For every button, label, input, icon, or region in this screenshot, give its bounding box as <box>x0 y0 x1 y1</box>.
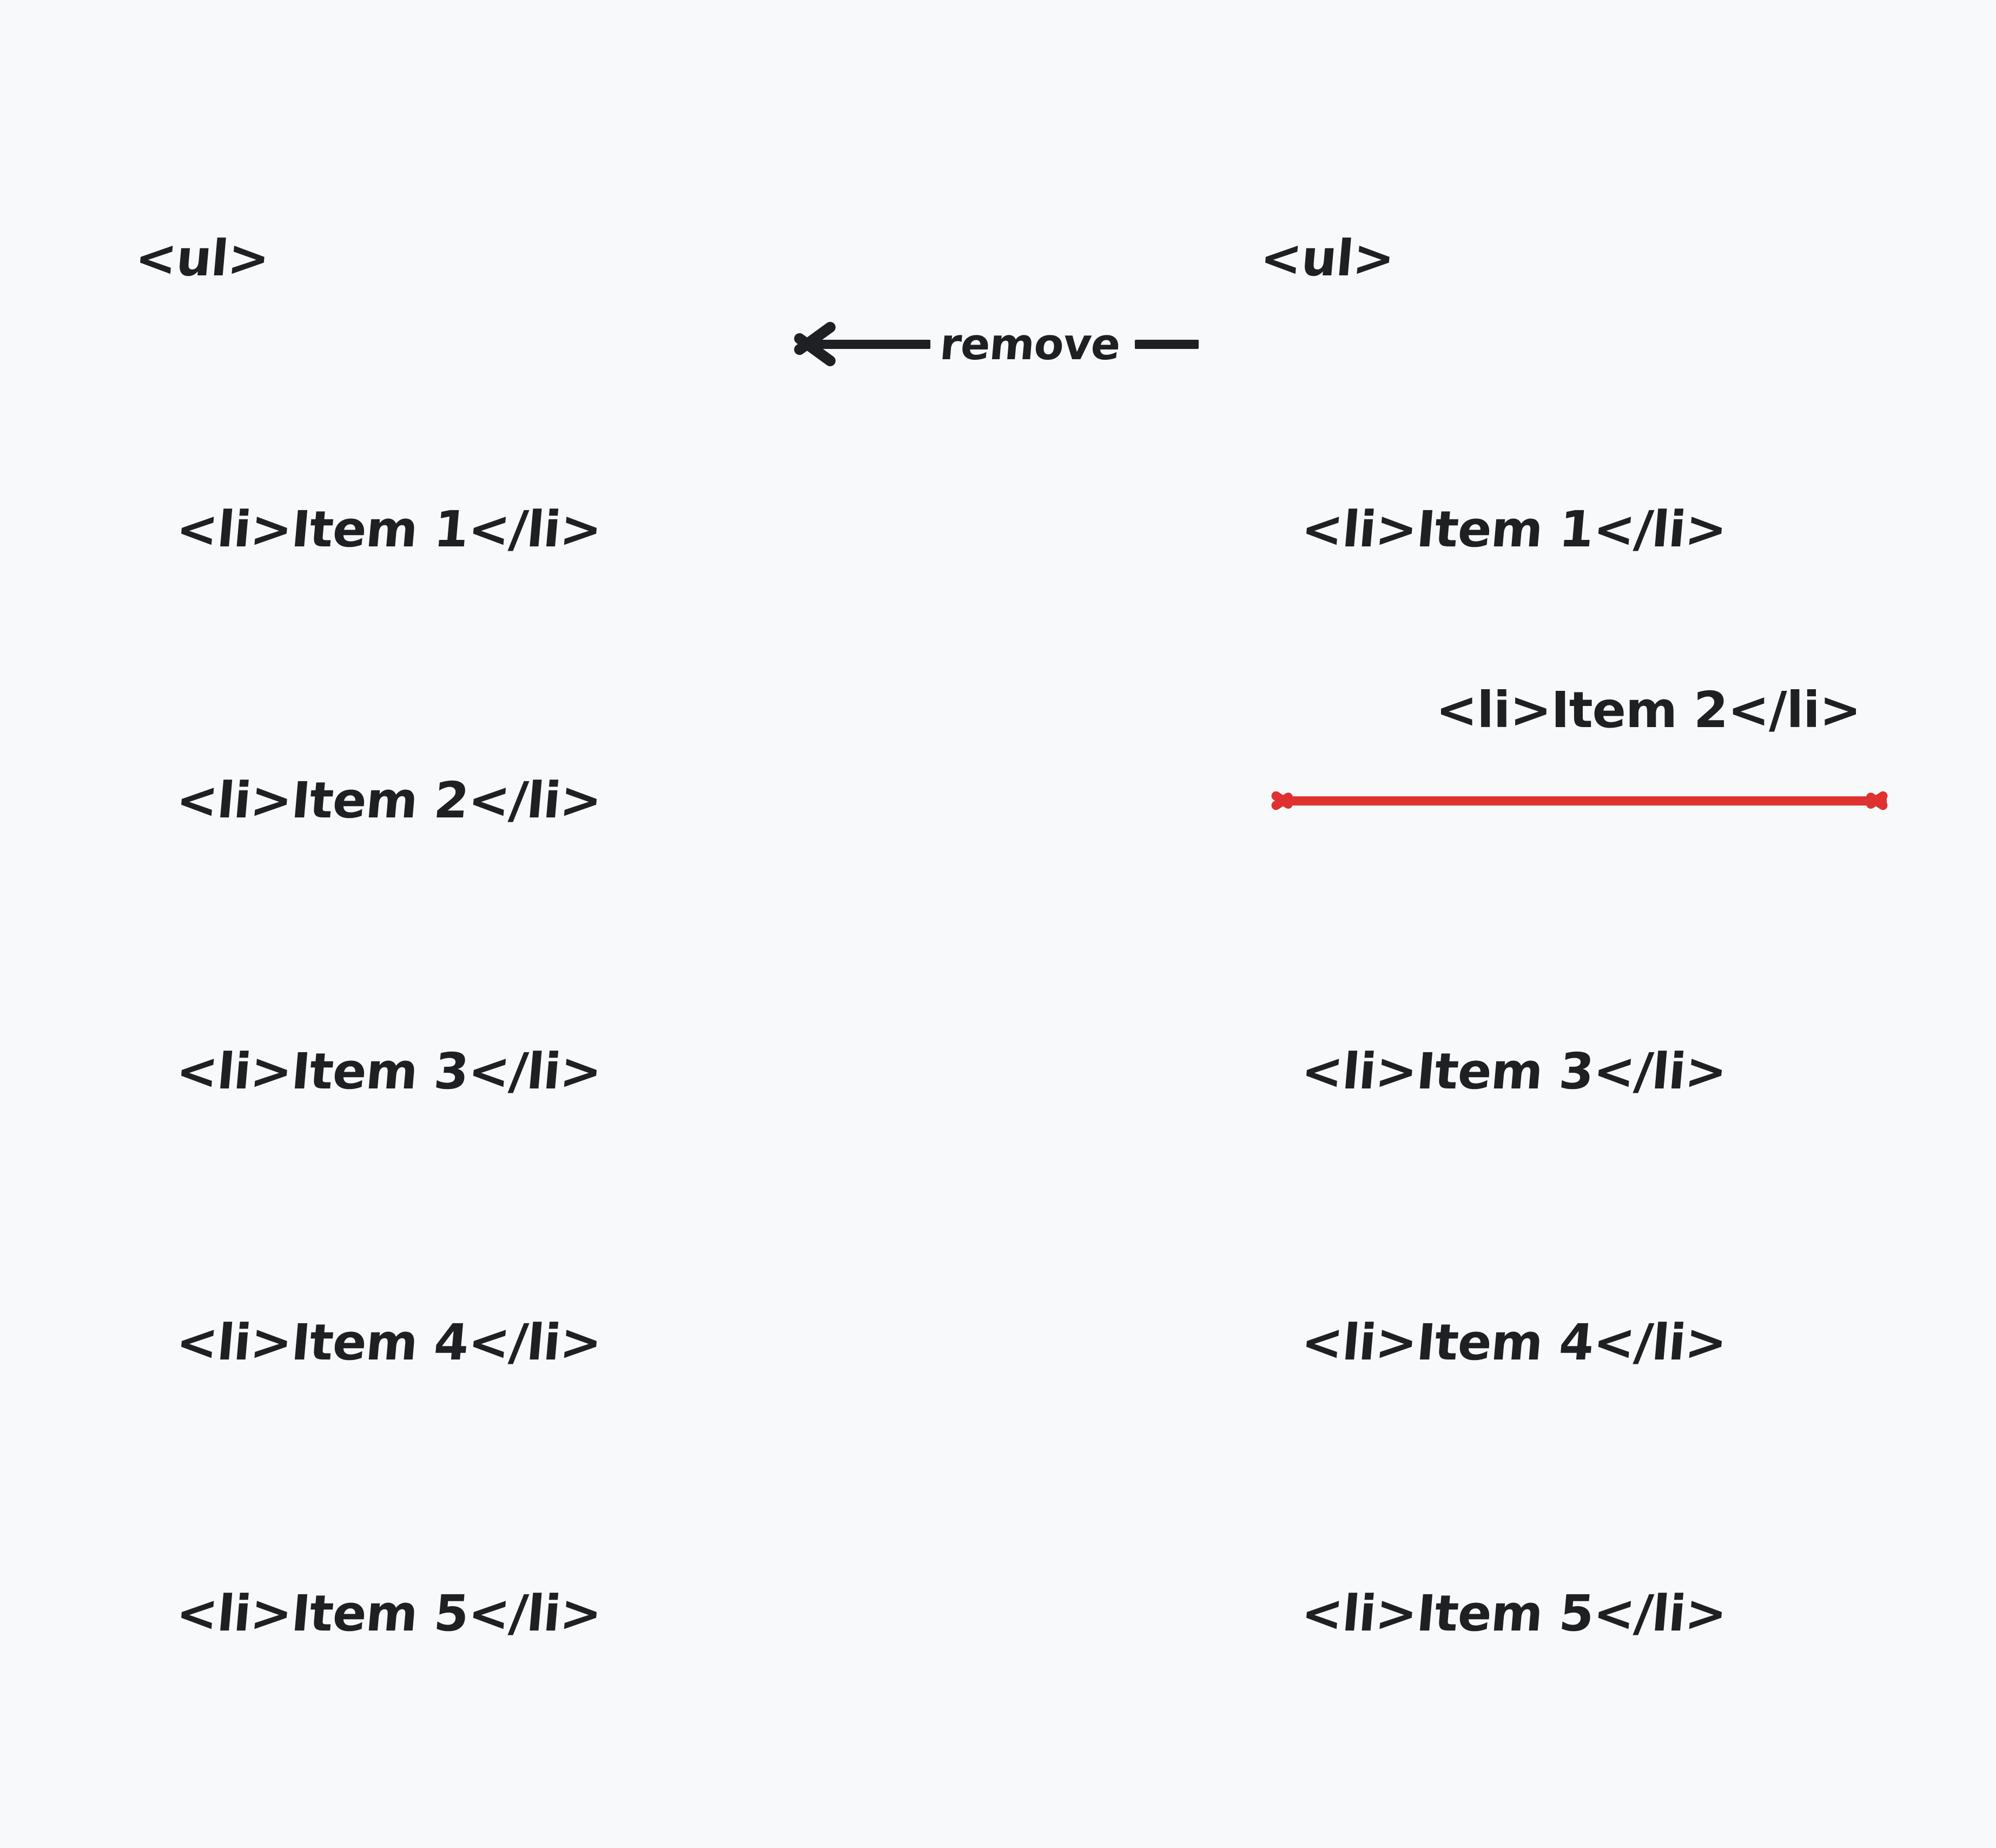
code-line: <li>Item 4</li> <box>1260 1297 1861 1388</box>
code-line: <ul> <box>133 213 602 303</box>
code-line: <li>Item 6</li> <box>135 1839 602 1848</box>
code-line-text: <ul> <box>133 229 272 287</box>
code-line-text: <li>Item 1</li> <box>1299 500 1729 558</box>
code-line-text: <li>Item 6</li> <box>173 1839 605 1848</box>
code-line: <li>Item 6</li> <box>1260 1839 1861 1848</box>
remove-annotation: remove <box>792 306 1228 382</box>
code-line-text: <li>Item 4</li> <box>1299 1314 1729 1371</box>
code-line: <ul> <box>1258 213 1861 303</box>
code-line-text: <ul> <box>1258 229 1397 287</box>
arrow-tail-segment <box>1135 339 1199 349</box>
code-block-after: <ul> <li>Item 1</li> <li>Item 2</li> <li… <box>1258 32 1887 1848</box>
arrow-shaft <box>816 340 930 349</box>
code-line-text: <li>Item 6</li> <box>1298 1839 1730 1848</box>
code-line-text: <li>Item 2</li> <box>1436 681 1861 739</box>
diagram-canvas: <ul> <li>Item 1</li> <li>Item 2</li> <li… <box>0 0 1996 924</box>
code-line-text: <li>Item 3</li> <box>1299 1042 1729 1100</box>
strikethrough-bar <box>1275 796 1887 806</box>
code-line-text: <li>Item 4</li> <box>174 1314 604 1371</box>
code-line-text: <li>Item 2</li> <box>174 771 604 829</box>
code-line: <li>Item 3</li> <box>1260 1026 1861 1117</box>
strikethrough-wrapper: <li>Item 2</li> <box>1275 575 1887 1026</box>
code-line: <li>Item 3</li> <box>135 1026 604 1117</box>
code-line: <li>Item 5</li> <box>1260 1568 1861 1659</box>
code-line: <li>Item 2</li> <box>135 755 604 846</box>
annotation-label: remove <box>937 319 1122 369</box>
arrow-left-icon <box>792 320 930 368</box>
code-line-text: <li>Item 1</li> <box>174 500 604 558</box>
code-line-text: <li>Item 3</li> <box>174 1042 604 1100</box>
code-line: <li>Item 5</li> <box>135 1568 604 1659</box>
code-line-text: <li>Item 5</li> <box>1299 1585 1729 1642</box>
code-line: <li>Item 4</li> <box>135 1297 604 1388</box>
code-line: <li>Item 1</li> <box>1260 484 1861 575</box>
code-block-before: <ul> <li>Item 1</li> <li>Item 2</li> <li… <box>133 32 604 1848</box>
code-line-text: <li>Item 5</li> <box>174 1585 604 1642</box>
code-line-removed: <li>Item 2</li> <box>1260 681 1887 846</box>
code-line: <li>Item 1</li> <box>135 484 604 575</box>
